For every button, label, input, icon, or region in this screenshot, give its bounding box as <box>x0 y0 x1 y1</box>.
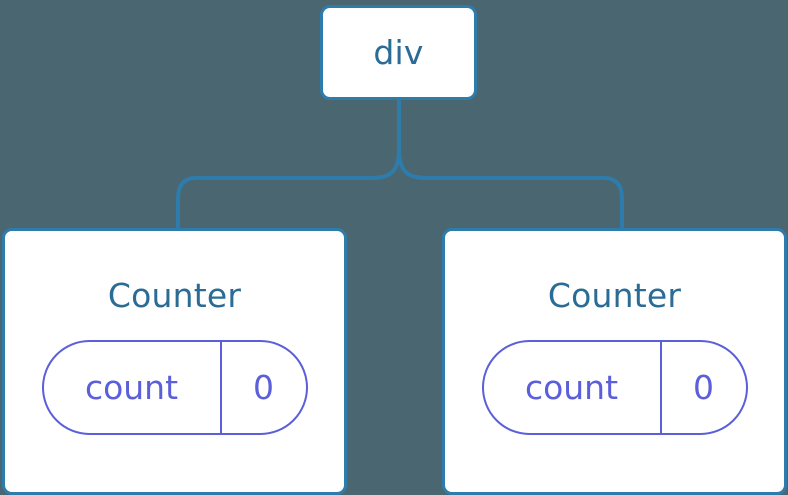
node-counter-right-label: Counter <box>547 276 682 315</box>
state-key-right: count <box>484 342 662 433</box>
state-pill-right[interactable]: count 0 <box>481 340 748 435</box>
node-root-div[interactable]: div <box>320 5 477 100</box>
node-counter-left-label: Counter <box>107 276 242 315</box>
node-root-label: div <box>373 33 424 72</box>
connector-branch-left <box>176 149 401 228</box>
state-value-left: 0 <box>253 368 274 407</box>
state-key-left: count <box>44 342 222 433</box>
state-pill-left[interactable]: count 0 <box>41 340 308 435</box>
node-counter-right[interactable]: Counter count 0 <box>442 228 787 495</box>
state-value-right: 0 <box>693 368 714 407</box>
node-counter-left[interactable]: Counter count 0 <box>2 228 347 495</box>
connector-branch-right <box>397 149 624 228</box>
